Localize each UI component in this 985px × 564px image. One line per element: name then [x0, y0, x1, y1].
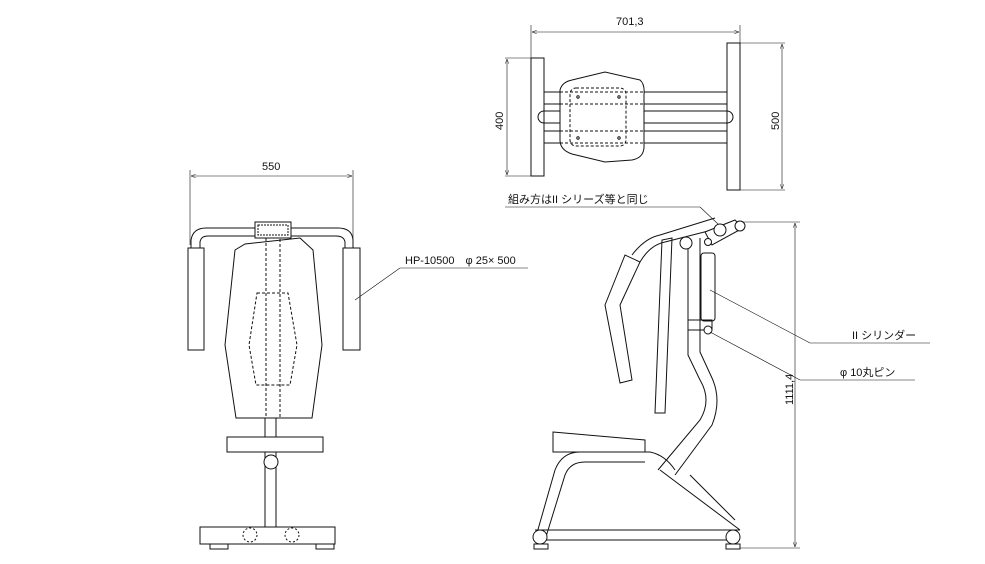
top-view	[505, 25, 785, 191]
dim-front-width: 550	[262, 161, 281, 173]
label-handle-part: HP-10500 φ 25× 500	[405, 255, 516, 267]
dim-top-right-depth: 500	[770, 111, 782, 130]
label-cylinder: II シリンダー	[852, 330, 917, 342]
front-view	[187, 170, 528, 550]
dim-top-width: 701,3	[616, 16, 644, 28]
dim-top-left-depth: 400	[494, 111, 506, 130]
side-view	[505, 206, 930, 550]
dim-side-height: 1111,4	[784, 373, 796, 405]
label-pin: φ 10丸ピン	[840, 367, 896, 379]
label-assembly-note: 組み方はII シリーズ等と同じ	[508, 194, 649, 206]
